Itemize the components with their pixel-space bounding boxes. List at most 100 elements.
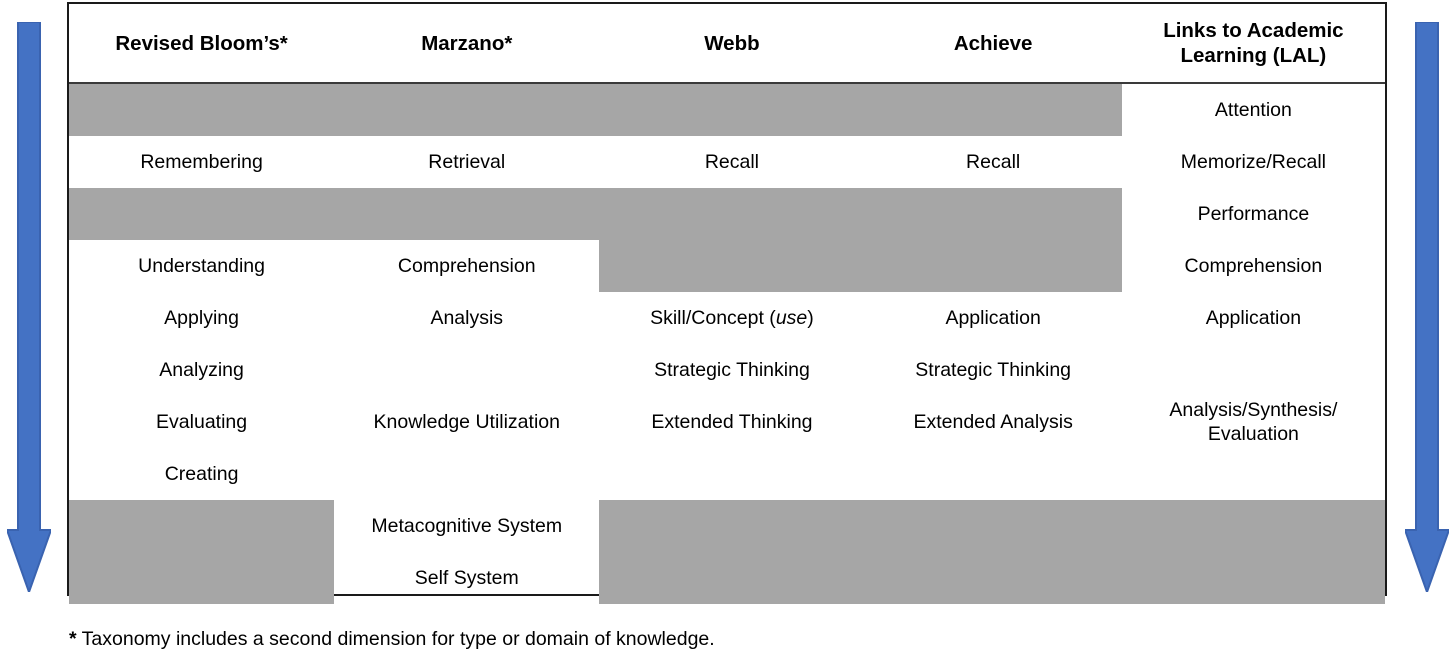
column-header-lal: Links to Academic Learning (LAL)	[1121, 4, 1385, 84]
cell-lal-shaded	[1121, 500, 1385, 552]
cell-revised-blooms: Creating	[69, 448, 334, 500]
footnote-text: Taxonomy includes a second dimension for…	[76, 628, 715, 650]
cell-lal: Performance	[1122, 188, 1385, 240]
cell-label: Analysis	[430, 306, 504, 329]
increasing-complexity-arrow-left-icon	[5, 21, 53, 595]
row-metacognitive-system: Metacognitive System	[69, 500, 1385, 552]
cell-lal: Attention	[1122, 83, 1385, 136]
column-header-marzano: Marzano*	[334, 4, 600, 84]
cell-label: Creating	[164, 462, 239, 485]
cell-marzano	[334, 448, 599, 500]
cell-lal	[1122, 448, 1385, 500]
taxonomy-table-frame: Revised Bloom’s* Marzano* Webb Achieve L…	[67, 2, 1387, 604]
row-attention: Attention	[69, 83, 1385, 136]
cell-revised-blooms: Applying	[69, 292, 334, 344]
cell-label: Application	[945, 306, 1041, 329]
cell-revised-blooms-shaded	[69, 552, 335, 604]
cell-achieve	[865, 448, 1122, 500]
cell-marzano-shaded	[334, 83, 600, 136]
cell-achieve-shaded	[864, 240, 1122, 292]
cell-marzano-shaded	[334, 188, 600, 240]
row-strategic-thinking: Analyzing Strategic Thinking Strategic Thi…	[69, 344, 1385, 396]
row-self-system: Self System	[69, 552, 1385, 604]
cell-label: Applying	[164, 306, 239, 329]
cell-webb-shaded	[599, 240, 865, 292]
cell-label: Extended Analysis	[913, 410, 1073, 433]
cell-label: Retrieval	[428, 150, 506, 173]
cell-label: Self System	[414, 566, 519, 589]
cell-webb: Strategic Thinking	[599, 344, 864, 396]
cell-achieve: Recall	[865, 136, 1122, 188]
cell-label: Evaluating	[156, 410, 248, 433]
column-header-revised-blooms: Revised Bloom’s*	[69, 4, 335, 84]
row-recall: Remembering Retrieval Recall Recall Memorize…	[69, 136, 1385, 188]
cell-marzano: Knowledge Utilization	[334, 396, 599, 448]
cell-lal	[1122, 344, 1385, 396]
cell-webb-shaded	[599, 500, 865, 552]
cell-lal: Analysis/Synthesis/Evaluation	[1122, 396, 1385, 448]
footnote-marker: *	[69, 628, 77, 650]
cell-label: Skill/Concept (use)	[650, 306, 814, 329]
cell-label: Recall	[966, 150, 1021, 173]
cell-label: Metacognitive System	[371, 514, 563, 537]
cell-webb-shaded	[599, 552, 865, 604]
cell-revised-blooms: Analyzing	[69, 344, 334, 396]
cell-lal: Memorize/Recall	[1122, 136, 1385, 188]
cell-achieve-shaded	[864, 500, 1122, 552]
cell-achieve: Application	[865, 292, 1122, 344]
cell-webb: Recall	[599, 136, 864, 188]
cell-marzano: Metacognitive System	[334, 500, 599, 552]
row-creating: Creating	[69, 448, 1385, 500]
cell-revised-blooms-shaded	[69, 500, 335, 552]
cell-label: Strategic Thinking	[915, 358, 1072, 381]
cell-label: Memorize/Recall	[1180, 150, 1326, 173]
cell-webb	[599, 448, 864, 500]
cell-achieve-shaded	[864, 83, 1122, 136]
row-application: Applying Analysis Skill/Concept (use) Appli…	[69, 292, 1385, 344]
cell-revised-blooms-shaded	[69, 188, 335, 240]
cell-revised-blooms: Understanding	[69, 240, 334, 292]
cell-emphasis: use	[775, 306, 808, 329]
column-header-webb: Webb	[599, 4, 865, 84]
cell-achieve-shaded	[864, 188, 1122, 240]
cell-revised-blooms-shaded	[69, 83, 335, 136]
cell-revised-blooms: Remembering	[69, 136, 334, 188]
cell-lal: Comprehension	[1122, 240, 1385, 292]
cell-achieve: Extended Analysis	[865, 396, 1122, 448]
cell-achieve-shaded	[864, 552, 1122, 604]
cell-marzano	[334, 344, 599, 396]
cell-marzano: Analysis	[334, 292, 599, 344]
cell-label: Attention	[1214, 98, 1292, 121]
cell-label: Recall	[704, 150, 760, 173]
cell-label: Extended Thinking	[651, 410, 813, 433]
table-header-row: Revised Bloom’s* Marzano* Webb Achieve L…	[69, 4, 1385, 84]
cell-revised-blooms: Evaluating	[69, 396, 334, 448]
increasing-complexity-arrow-right-icon	[1403, 21, 1451, 595]
taxonomy-comparison-table: Revised Bloom’s* Marzano* Webb Achieve L…	[69, 4, 1385, 604]
cell-lal-shaded	[1121, 552, 1385, 604]
cell-marzano: Self System	[334, 552, 599, 604]
cell-label: Application	[1205, 306, 1302, 329]
cell-label: Strategic Thinking	[654, 358, 810, 381]
cell-label-line: Evaluation	[1207, 423, 1299, 445]
cell-webb-shaded	[599, 83, 865, 136]
cell-label: Comprehension	[397, 254, 536, 277]
cell-label: Knowledge Utilization	[373, 410, 560, 433]
cell-webb: Skill/Concept (use)	[599, 292, 864, 344]
cell-label-line: Analysis/Synthesis/	[1169, 398, 1338, 421]
cell-webb: Extended Thinking	[599, 396, 864, 448]
row-comprehension: Understanding Comprehension Comprehension	[69, 240, 1385, 292]
cell-lal: Application	[1122, 292, 1385, 344]
cell-webb-shaded	[599, 188, 865, 240]
footnote: * Taxonomy includes a second dimension f…	[69, 628, 715, 651]
cell-label: Analyzing	[159, 358, 244, 381]
cell-achieve: Strategic Thinking	[865, 344, 1122, 396]
row-extended-thinking: Evaluating Knowledge Utilization Extended …	[69, 396, 1385, 448]
cell-marzano: Comprehension	[334, 240, 599, 292]
row-performance: Performance	[69, 188, 1385, 240]
cell-label: Understanding	[138, 254, 265, 277]
column-header-achieve: Achieve	[864, 4, 1122, 84]
cell-label: Comprehension	[1184, 254, 1323, 277]
